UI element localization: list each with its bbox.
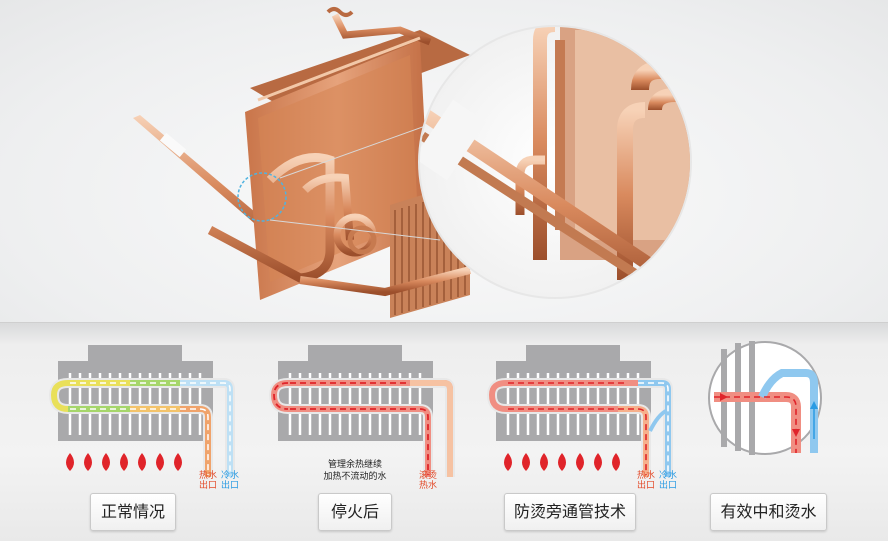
caption-normal: 正常情况 xyxy=(90,493,176,531)
label-cold-outlet-bypass: 冷水 出口 xyxy=(658,471,677,491)
highlight-circle xyxy=(237,172,287,222)
panel-after-shutdown: 管理余热继续 加热不流动的水 滚烫 热水 xyxy=(260,345,460,494)
shutdown-note: 管理余热继续 加热不流动的水 xyxy=(323,460,387,482)
label-cold-outlet: 冷水 出口 xyxy=(220,471,239,491)
product-hero-image xyxy=(0,0,888,322)
heat-exchanger-illustration xyxy=(133,7,692,318)
zoom-detail-circle xyxy=(418,25,692,299)
panel-bypass: 热水 出口 冷水 出口 xyxy=(478,345,688,494)
diagram-bypass xyxy=(486,345,673,477)
diagram-strip: 热水 出口 冷水 出口 正常情况 xyxy=(0,322,888,541)
flame-row xyxy=(66,453,182,471)
panel-neutralize xyxy=(706,339,824,461)
diagram-normal xyxy=(48,345,235,477)
caption-after-shutdown: 停火后 xyxy=(318,493,392,531)
label-hot-outlet: 热水 出口 xyxy=(198,471,217,491)
panel-normal: 热水 出口 冷水 出口 xyxy=(40,345,250,494)
caption-neutralize: 有效中和烫水 xyxy=(710,493,827,531)
diagram-after-shutdown xyxy=(268,345,455,477)
caption-bypass: 防烫旁通管技术 xyxy=(504,493,636,531)
label-hot-outlet-bypass: 热水 出口 xyxy=(636,471,655,491)
label-scalding-water: 滚烫 热水 xyxy=(418,471,437,491)
flame-row-bypass xyxy=(504,453,620,471)
diagram-neutralize xyxy=(708,341,822,455)
